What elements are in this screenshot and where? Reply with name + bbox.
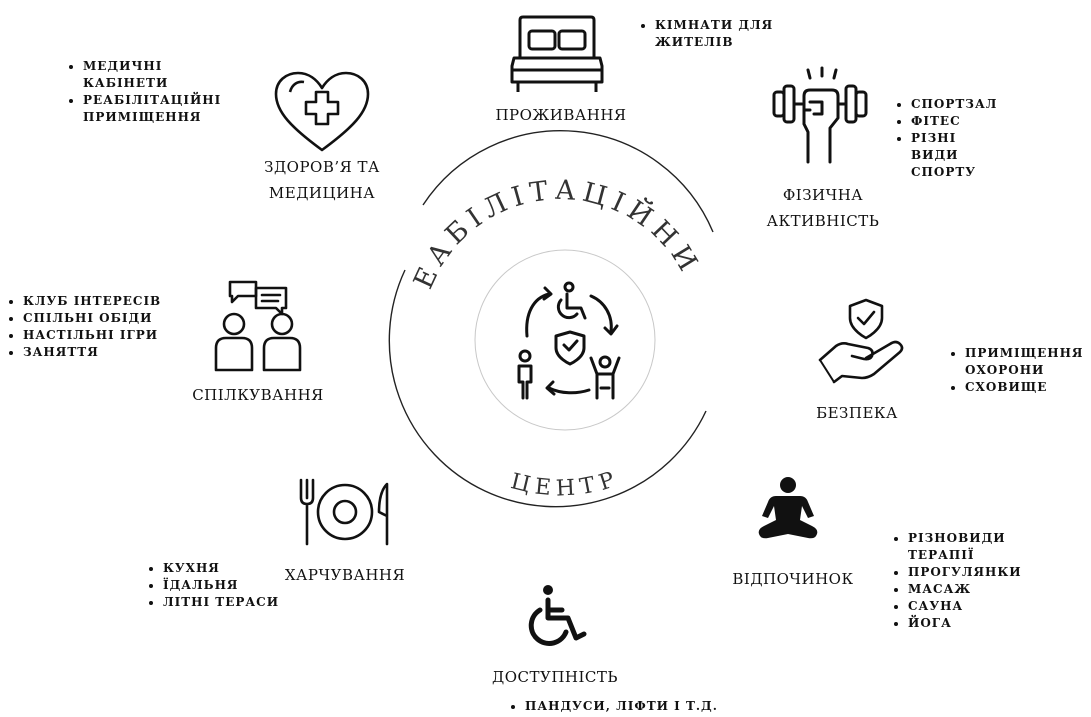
list-item: КУХНЯ bbox=[148, 560, 293, 577]
accessibility-title: ДОСТУПНІСТЬ bbox=[492, 668, 618, 686]
health-title-line2: МЕДИЦИНА bbox=[268, 184, 376, 202]
dumbbell-hand-icon bbox=[772, 66, 868, 164]
physical-title: ФІЗИЧНА АКТИВНІСТЬ bbox=[748, 182, 898, 234]
communication-title: СПІЛКУВАННЯ bbox=[192, 386, 324, 404]
list-item: ПАНДУСИ, ЛІФТИ І Т.Д. bbox=[510, 698, 740, 715]
list-item: НАСТІЛЬНІ ІГРИ bbox=[8, 327, 193, 344]
list-item: ФІТЕС bbox=[896, 113, 1021, 130]
nutrition-list: КУХНЯ ЇДАЛЬНЯ ЛІТНІ ТЕРАСИ bbox=[148, 560, 293, 611]
list-item: САУНА bbox=[893, 598, 1043, 615]
living-title: ПРОЖИВАННЯ bbox=[495, 106, 627, 124]
outer-ring bbox=[422, 130, 714, 233]
living-list: КІМНАТИ ДЛЯ ЖИТЕЛІВ bbox=[640, 17, 790, 51]
wheelchair-icon bbox=[528, 585, 587, 646]
list-item: КЛУБ ІНТЕРЕСІВ bbox=[8, 293, 193, 310]
meditation-icon bbox=[758, 477, 818, 539]
list-item: РЕАБІЛІТАЦІЙНІ ПРИМІЩЕННЯ bbox=[68, 92, 243, 126]
safety-list: ПРИМІЩЕННЯ ОХОРОНИ СХОВИЩЕ bbox=[950, 345, 1088, 396]
people-chat-icon bbox=[214, 280, 302, 372]
list-item: СПОРТЗАЛ bbox=[896, 96, 1021, 113]
rest-title: ВІДПОЧИНОК bbox=[732, 570, 854, 588]
list-item: РІЗНІ ВИДИ СПОРТУ bbox=[896, 130, 1001, 181]
safety-title: БЕЗПЕКА bbox=[816, 404, 898, 422]
list-item: ЙОГА bbox=[893, 615, 1043, 632]
physical-list: СПОРТЗАЛ ФІТЕС РІЗНІ ВИДИ СПОРТУ bbox=[896, 96, 1021, 181]
communication-list: КЛУБ ІНТЕРЕСІВ СПІЛЬНІ ОБІДИ НАСТІЛЬНІ І… bbox=[8, 293, 193, 361]
list-item: МАСАЖ bbox=[893, 581, 1043, 598]
physical-title-line1: ФІЗИЧНА bbox=[782, 186, 864, 204]
rest-list: РІЗНОВИДИ ТЕРАПІЇ ПРОГУЛЯНКИ МАСАЖ САУНА… bbox=[893, 530, 1043, 632]
center-arc-bottom: ЦЕНТР bbox=[508, 466, 623, 502]
list-item: МЕДИЧНІ КАБІНЕТИ bbox=[68, 58, 193, 92]
physical-title-line2: АКТИВНІСТЬ bbox=[766, 212, 880, 230]
list-item: СХОВИЩЕ bbox=[950, 379, 1088, 396]
list-item: КІМНАТИ ДЛЯ ЖИТЕЛІВ bbox=[640, 17, 790, 51]
inner-ring bbox=[474, 249, 656, 431]
list-item: СПІЛЬНІ ОБІДИ bbox=[8, 310, 193, 327]
heart-medical-cross-icon bbox=[274, 71, 370, 152]
health-title-line1: ЗДОРОВ’Я ТА bbox=[264, 158, 380, 176]
nutrition-title: ХАРЧУВАННЯ bbox=[284, 566, 406, 584]
outer-ring-lower bbox=[388, 269, 707, 508]
list-item: ЛІТНІ ТЕРАСИ bbox=[148, 594, 293, 611]
accessibility-list: ПАНДУСИ, ЛІФТИ І Т.Д. bbox=[510, 698, 740, 715]
list-item: РІЗНОВИДИ ТЕРАПІЇ bbox=[893, 530, 1008, 564]
list-item: ЗАНЯТТЯ bbox=[8, 344, 193, 361]
plate-fork-knife-icon bbox=[299, 478, 389, 546]
list-item: ПРОГУЛЯНКИ bbox=[893, 564, 1043, 581]
rehabilitation-cycle-icon bbox=[517, 281, 621, 400]
shield-hand-icon bbox=[818, 298, 904, 384]
health-title: ЗДОРОВ’Я ТА МЕДИЦИНА bbox=[232, 154, 412, 206]
list-item: ПРИМІЩЕННЯ ОХОРОНИ bbox=[950, 345, 1083, 379]
bed-icon bbox=[510, 15, 604, 92]
health-list: МЕДИЧНІ КАБІНЕТИ РЕАБІЛІТАЦІЙНІ ПРИМІЩЕН… bbox=[68, 58, 253, 126]
list-item: ЇДАЛЬНЯ bbox=[148, 577, 293, 594]
